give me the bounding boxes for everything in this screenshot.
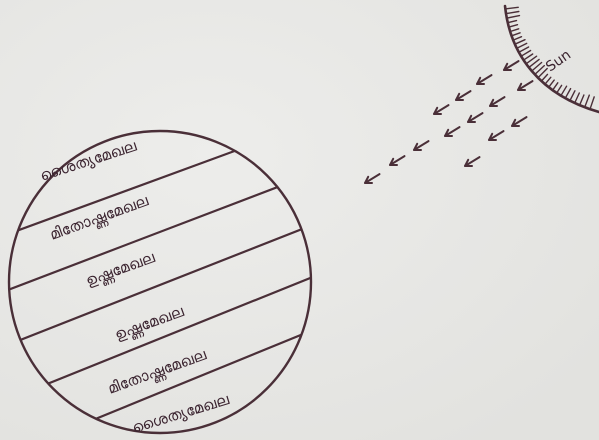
climate-zones-diagram: ശൈത്യമേഖല മിതോഷ്ണമേഖല ഉഷ്ണമേഖല ഉഷ്ണമേഖല … [0,0,599,440]
